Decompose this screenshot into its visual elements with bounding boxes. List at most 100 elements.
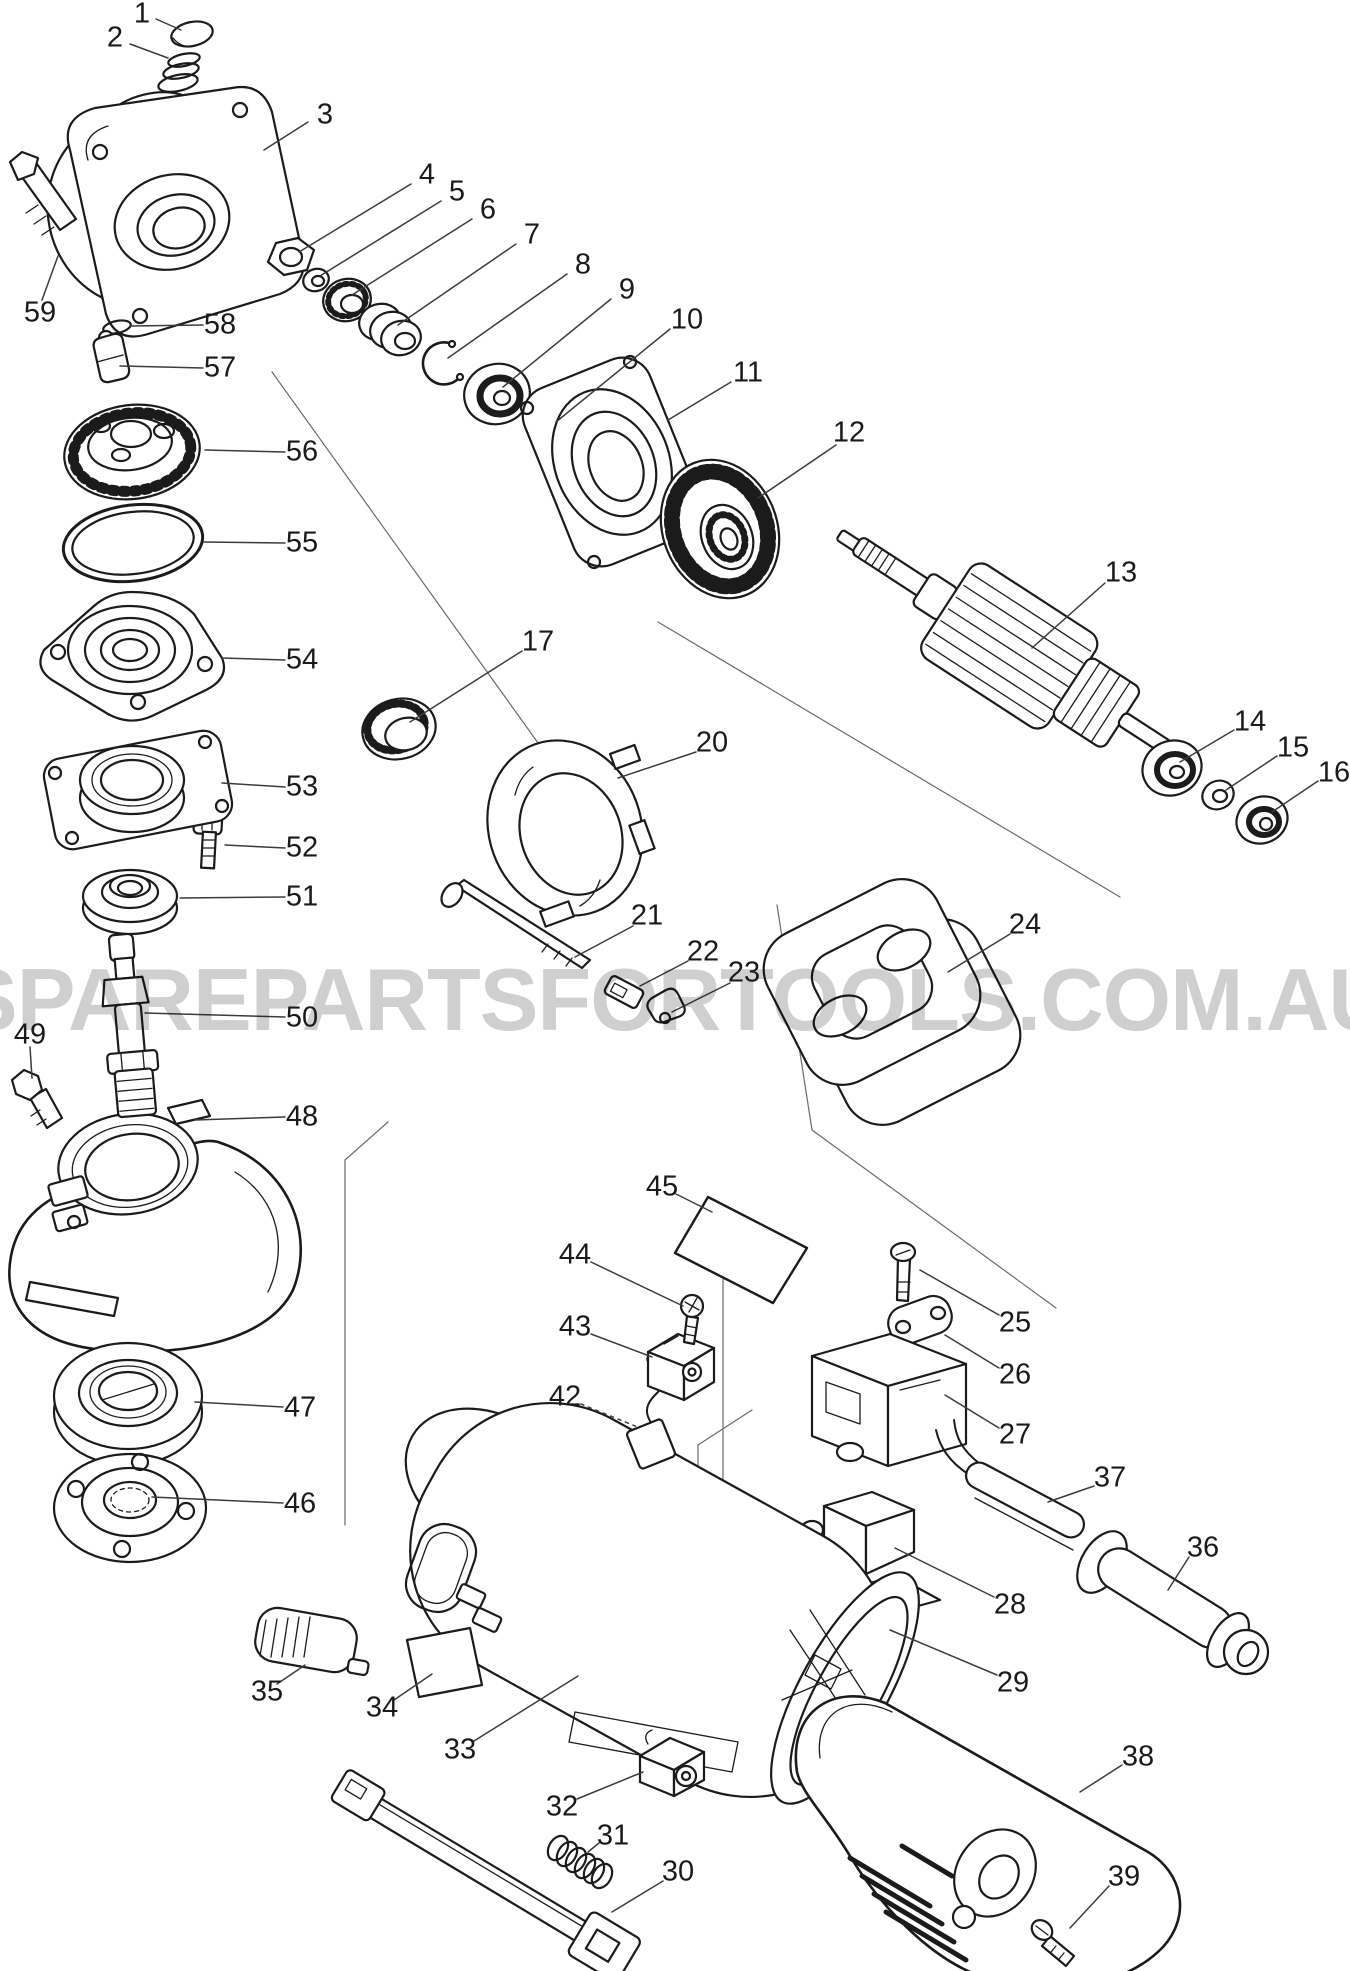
leader-line-58	[129, 324, 204, 327]
leader-line-57	[119, 365, 204, 369]
leader-line-47	[194, 1401, 284, 1408]
part-20-baffle-plate-drawing	[486, 739, 656, 928]
leader-line-23	[671, 982, 731, 1013]
leader-line-52	[224, 844, 286, 849]
leader-line-22	[639, 960, 689, 987]
leader-line-38	[1079, 1764, 1123, 1793]
leader-line-46	[151, 1496, 284, 1504]
part-label-50: 50	[285, 1001, 319, 1034]
part-label-26: 26	[998, 1358, 1032, 1391]
part-11-bearing-box-drawing	[519, 354, 706, 570]
part-label-9: 9	[618, 273, 636, 306]
leader-line-12	[757, 444, 837, 499]
leader-line-20	[617, 751, 697, 779]
leader-line-14	[1179, 729, 1235, 763]
part-3-gear-housing-drawing	[46, 85, 305, 338]
part-label-43: 43	[558, 1310, 592, 1343]
part-label-14: 14	[1233, 705, 1267, 738]
part-label-29: 29	[996, 1666, 1030, 1699]
leader-line-30	[611, 1880, 664, 1913]
part-35-switch-knob-drawing	[254, 1606, 370, 1677]
part-label-33: 33	[443, 1733, 477, 1766]
part-38-rear-cover-drawing	[794, 1695, 1182, 1971]
part-label-12: 12	[832, 416, 866, 449]
leader-line-4	[298, 183, 412, 253]
part-label-20: 20	[695, 726, 729, 759]
part-label-13: 13	[1104, 556, 1138, 589]
part-37-cord-drawing	[935, 1419, 1086, 1551]
part-26-brush-holder-plate-drawing	[887, 1294, 953, 1346]
part-32-switch-lever-drawing	[638, 1729, 706, 1798]
leader-line-2	[129, 43, 169, 59]
part-label-27: 27	[998, 1418, 1032, 1451]
part-58-ring-drawing	[102, 319, 132, 335]
part-53-flange-drawing	[42, 729, 234, 851]
leader-line-6	[351, 218, 473, 296]
part-label-15: 15	[1276, 731, 1310, 764]
part-label-4: 4	[418, 158, 436, 191]
part-label-23: 23	[727, 956, 761, 989]
leader-line-26	[944, 1334, 1000, 1369]
leader-line-35	[276, 1664, 306, 1685]
part-label-59: 59	[23, 296, 57, 329]
part-31-spring-drawing	[546, 1834, 614, 1890]
part-label-52: 52	[285, 831, 319, 864]
part-label-10: 10	[670, 303, 704, 336]
part-57-pin-drawing	[92, 329, 131, 384]
part-label-53: 53	[285, 770, 319, 803]
part-label-31: 31	[596, 1819, 630, 1852]
part-49-screw-drawing	[10, 1068, 64, 1130]
part-30-switch-slide-bar-drawing	[330, 1769, 641, 1971]
leader-line-55	[203, 541, 286, 544]
part-label-17: 17	[521, 625, 555, 658]
part-label-34: 34	[365, 1691, 399, 1724]
part-12-fan-drawing	[659, 458, 781, 600]
part-34-label-drawing	[405, 1626, 484, 1699]
leader-line-8	[447, 273, 568, 359]
leader-line-11	[667, 381, 732, 421]
part-label-11: 11	[732, 356, 764, 389]
leader-line-25	[919, 1269, 1000, 1316]
leader-line-33	[473, 1675, 579, 1742]
part-label-24: 24	[1008, 908, 1042, 941]
part-label-5: 5	[448, 175, 466, 208]
leader-line-17	[409, 650, 523, 723]
part-14-bearing-drawing	[1141, 739, 1203, 797]
part-label-36: 36	[1186, 1531, 1220, 1564]
leader-line-10	[555, 328, 671, 423]
leader-line-48	[194, 1116, 286, 1121]
part-label-38: 38	[1121, 1740, 1155, 1773]
part-36-side-handle-drawing	[1076, 1530, 1270, 1676]
part-47-inner-flange-drawing	[52, 1341, 204, 1467]
leader-line-54	[221, 657, 286, 661]
part-label-48: 48	[285, 1100, 319, 1133]
part-54-bearing-box-cover-drawing	[39, 590, 226, 722]
part-label-54: 54	[285, 643, 319, 676]
part-label-37: 37	[1093, 1461, 1127, 1494]
part-39-screw-drawing	[1030, 1919, 1076, 1968]
part-17-bearing-ring-drawing	[361, 697, 437, 761]
leader-line-34	[393, 1673, 433, 1701]
leader-line-29	[889, 1629, 998, 1676]
part-label-3: 3	[316, 98, 334, 131]
leader-line-50	[144, 1012, 286, 1018]
part-48-wheel-guard-drawing	[8, 1098, 302, 1353]
part-label-25: 25	[998, 1306, 1032, 1339]
leader-line-15	[1225, 755, 1278, 791]
part-label-30: 30	[661, 1855, 695, 1888]
leader-line-59	[41, 255, 59, 301]
leader-line-1	[155, 18, 182, 31]
part-44-screw-drawing	[679, 1293, 705, 1346]
part-27-switch-drawing	[810, 1332, 968, 1468]
part-label-39: 39	[1107, 1860, 1141, 1893]
part-label-42: 42	[548, 1380, 582, 1413]
part-label-58: 58	[203, 308, 237, 341]
part-43-brush-holder-drawing	[646, 1332, 716, 1402]
leader-line-49	[29, 1046, 33, 1079]
part-56-bevel-gear-drawing	[63, 403, 201, 501]
part-15-washer-drawing	[1201, 779, 1235, 811]
leader-lines	[29, 18, 1319, 1929]
